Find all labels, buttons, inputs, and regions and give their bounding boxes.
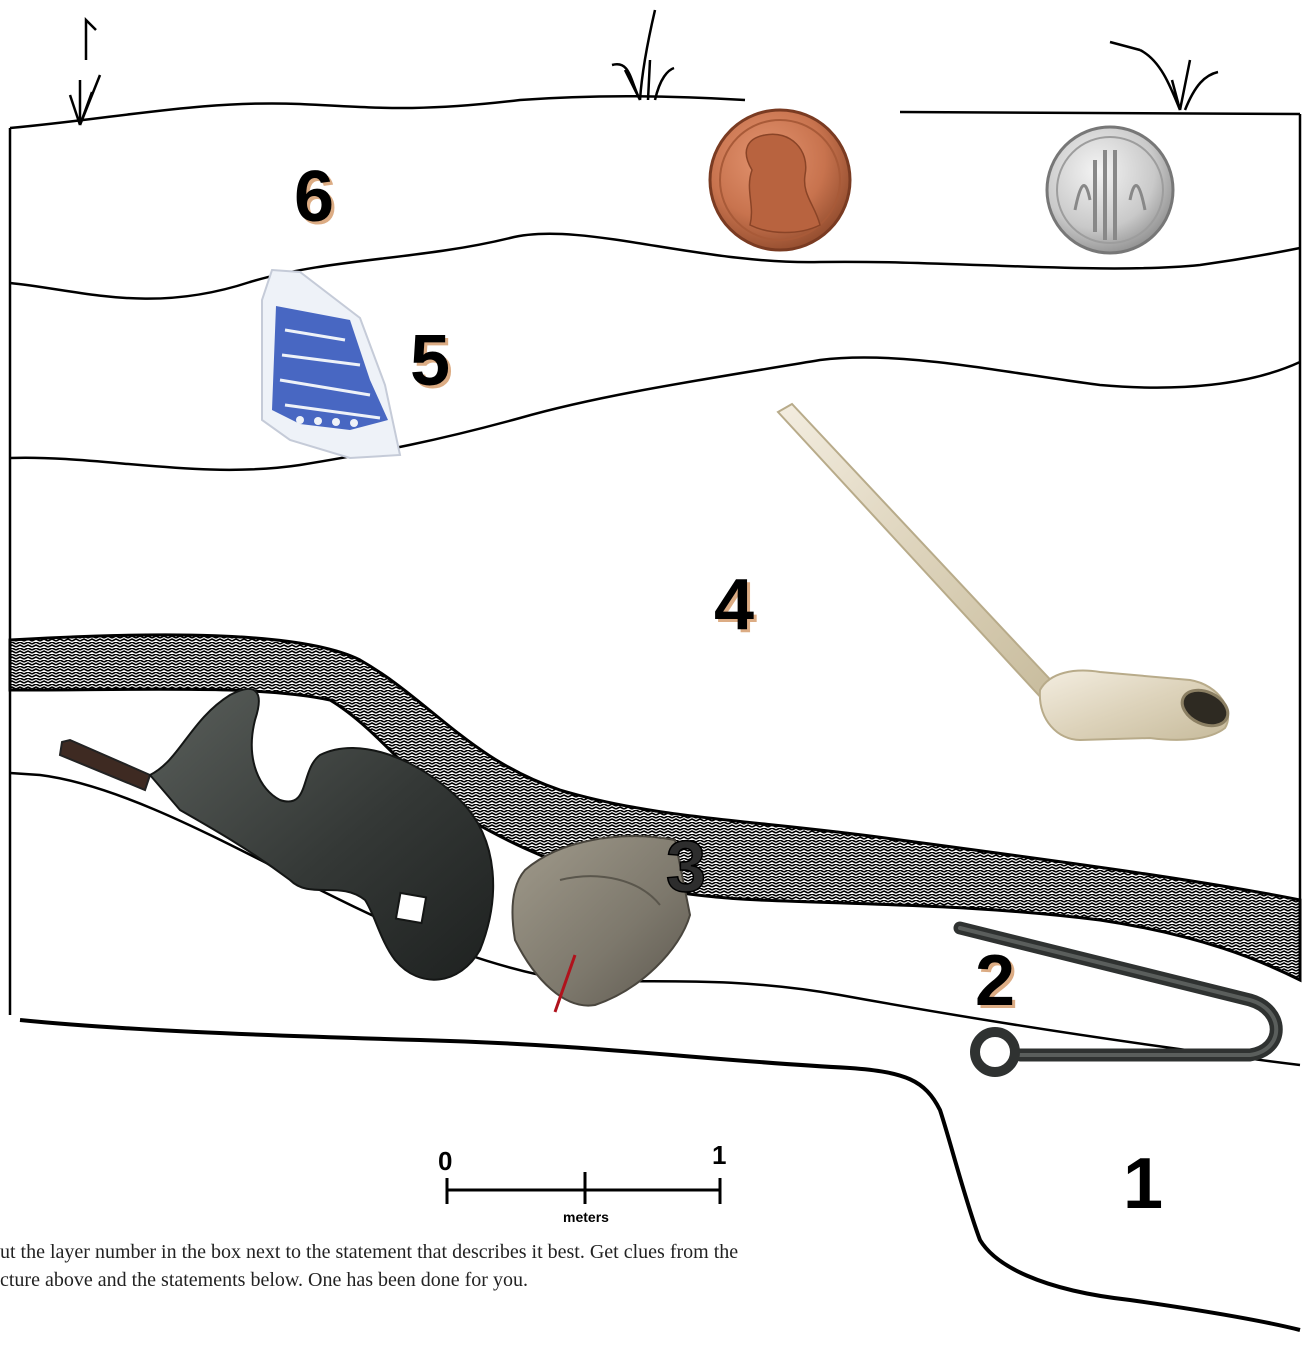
blue-willow-ceramic-sherd: [262, 270, 400, 458]
layer-5-label: 5: [410, 321, 450, 401]
layer-4-label: 4: [714, 565, 754, 645]
scale-bar: 0 1 meters: [438, 1140, 726, 1225]
dime-coin-artifact: [1047, 127, 1173, 253]
layer-labels: 6 6 5 5 4 4 3 2 2 1: [294, 157, 1163, 1224]
clay-tobacco-pipe: [778, 404, 1234, 740]
stone-flake: [512, 836, 690, 1012]
layer-3-label: 3: [666, 827, 706, 907]
layer-1-label: 1: [1123, 1144, 1163, 1224]
scale-end-label: 1: [712, 1140, 726, 1170]
instructions: ut the layer number in the box next to t…: [0, 1238, 1040, 1294]
instruction-line-2: cture above and the statements below. On…: [0, 1266, 1040, 1294]
instruction-line-1: ut the layer number in the box next to t…: [0, 1238, 1040, 1266]
penny-coin-artifact: [710, 110, 850, 250]
ground-surface: [10, 96, 1300, 128]
layer-6-label: 6: [294, 157, 334, 237]
scale-unit-label: meters: [563, 1209, 609, 1225]
grass-tufts: [70, 10, 1218, 125]
layer-2-label: 2: [975, 941, 1015, 1021]
scale-start-label: 0: [438, 1146, 452, 1176]
